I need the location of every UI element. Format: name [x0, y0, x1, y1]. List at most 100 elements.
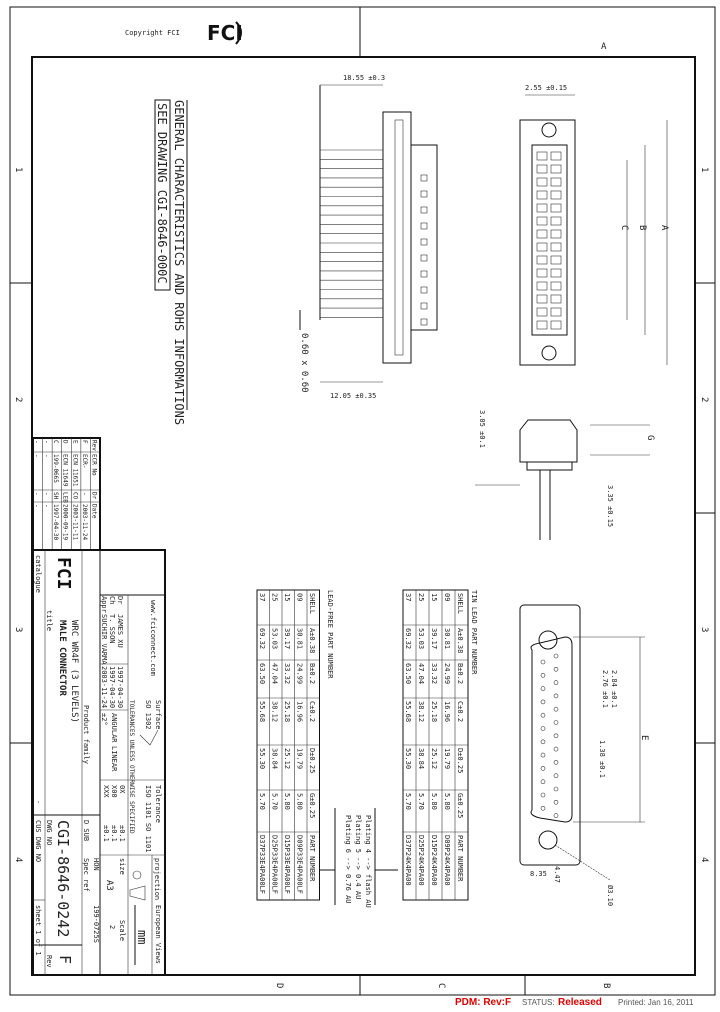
pin-marker — [540, 792, 546, 798]
revision-header-cell: Date — [90, 504, 97, 519]
contact-cell — [550, 229, 562, 239]
contact-cell — [536, 281, 548, 291]
revision-cell: 2003-11-24 — [81, 504, 88, 541]
svg-text:Appr: Appr — [100, 596, 108, 613]
pin-marker — [540, 712, 546, 718]
revision-cell: - — [81, 492, 88, 496]
drawing-number: CGI-8646-0242 — [54, 820, 72, 937]
contact-cell — [550, 203, 562, 213]
pin-marker — [553, 786, 559, 792]
table-cell: D09P24K4PA00 — [443, 835, 451, 886]
table-header-cell: G±0.25 — [308, 793, 316, 818]
pin-square — [420, 318, 428, 326]
contact-cell — [550, 190, 562, 200]
svg-text:T. SSON: T. SSON — [108, 614, 116, 644]
table-cell: D09P33E4PA00LF — [296, 835, 304, 894]
table-cell: 37 — [404, 593, 412, 601]
svg-text:ANGULAR: ANGULAR — [110, 713, 118, 743]
revision-cell: CO — [71, 492, 78, 500]
pin-square — [420, 238, 428, 246]
pin-marker — [553, 693, 559, 699]
svg-text:2.55 ±0.15: 2.55 ±0.15 — [525, 84, 567, 92]
svg-text:1997-04-30: 1997-04-30 — [108, 666, 116, 708]
contact-cell — [550, 268, 562, 278]
table-cell: 16.96 — [296, 701, 304, 722]
table-cell: 5.80 — [443, 793, 451, 810]
pin-marker — [540, 752, 546, 758]
pin-marker — [540, 659, 546, 665]
revision-value: F — [56, 955, 74, 964]
outer-frame — [9, 6, 716, 996]
contact-cell — [536, 255, 548, 265]
zone-label: B — [601, 983, 611, 988]
revision-cell: ECN 11649 — [62, 454, 69, 487]
zone-label: 1 — [699, 167, 709, 172]
pin-marker — [553, 680, 559, 685]
svg-text:CUS DWG NO: CUS DWG NO — [34, 820, 42, 862]
table-cell: 5.80 — [430, 793, 438, 810]
svg-text:8.35: 8.35 — [530, 870, 547, 878]
table-cell: 47.04 — [417, 663, 425, 684]
revision-cell: 199-0665 — [52, 454, 59, 483]
table-cell: 09 — [443, 593, 451, 601]
plating-notes: Plating 4 --> flash AU Plating 5 --> 0.4… — [320, 808, 398, 908]
pin-square — [420, 206, 428, 214]
svg-text:SEE DRAWING CGI-8646-000C: SEE DRAWING CGI-8646-000C — [155, 103, 169, 284]
pin-marker — [553, 813, 559, 818]
revision-cell: - — [43, 492, 50, 496]
table-cell: 55.68 — [258, 701, 266, 722]
pitch-dimension: 2.76 ±0.1 — [601, 670, 609, 708]
svg-text:3.35 ±0.15: 3.35 ±0.15 — [606, 485, 614, 527]
table-header-cell: SHELL — [456, 593, 464, 614]
pin-marker — [540, 686, 546, 691]
svg-text:B: B — [637, 225, 647, 230]
table-cell: D15P24K4PA00 — [430, 835, 438, 886]
zone-label: 2 — [699, 397, 709, 402]
svg-text:0.60 x 0.60: 0.60 x 0.60 — [299, 333, 309, 393]
revision-cell: 2003-11-11 — [71, 504, 78, 541]
contact-cell — [536, 203, 548, 213]
svg-text:3.05 ±0.1: 3.05 ±0.1 — [478, 410, 486, 448]
table-header-cell: B±0.2 — [308, 663, 316, 684]
zone-label: C — [436, 983, 446, 988]
pin-marker — [553, 746, 559, 752]
pin-marker — [553, 773, 559, 779]
svg-text:A: A — [659, 225, 669, 231]
zone-label: 1 — [13, 167, 23, 172]
profile-view: 3.05 ±0.1 G 3.35 ±0.15 — [475, 410, 655, 540]
copyright-text: Copyright FCI — [125, 29, 180, 37]
pin-square — [420, 222, 428, 230]
pin-square — [420, 190, 428, 198]
svg-text:4.47: 4.47 — [553, 866, 561, 883]
table-cell: 37 — [258, 593, 266, 601]
pin-square — [420, 286, 428, 294]
website: www.fciconnect.com — [149, 600, 157, 676]
table-header-cell: B±0.2 — [456, 663, 464, 684]
table-cell: 25.12 — [283, 748, 291, 769]
contact-cell — [550, 281, 562, 291]
table-cell: 5.70 — [258, 793, 266, 810]
svg-text:Product family: Product family — [82, 705, 90, 764]
pin-marker — [540, 672, 546, 678]
contact-cell — [550, 307, 562, 317]
svg-text:WRC WR4F (3 LEVELS): WRC WR4F (3 LEVELS) — [69, 620, 79, 723]
table-cell: 15 — [430, 593, 438, 601]
contact-cell — [550, 164, 562, 174]
lead-free-table-title: LEAD-FREE PART NUMBER — [326, 590, 334, 679]
svg-text:D SUB: D SUB — [82, 820, 90, 841]
table-cell: 55.30 — [404, 748, 412, 769]
svg-text:Rev: Rev — [45, 955, 53, 968]
table-cell: 55.30 — [258, 748, 266, 769]
table-header-cell: C±0.2 — [308, 701, 316, 722]
table-cell: 47.04 — [271, 663, 279, 684]
contact-cell — [550, 242, 562, 252]
status-label: STATUS: — [522, 998, 555, 1007]
pin-marker — [553, 760, 559, 765]
svg-text:FCI: FCI — [207, 21, 243, 45]
table-cell: D25P33E4PA00LF — [271, 835, 279, 894]
revision-cell: C — [52, 440, 59, 444]
pin-marker — [553, 653, 559, 659]
pin-marker — [553, 706, 559, 712]
